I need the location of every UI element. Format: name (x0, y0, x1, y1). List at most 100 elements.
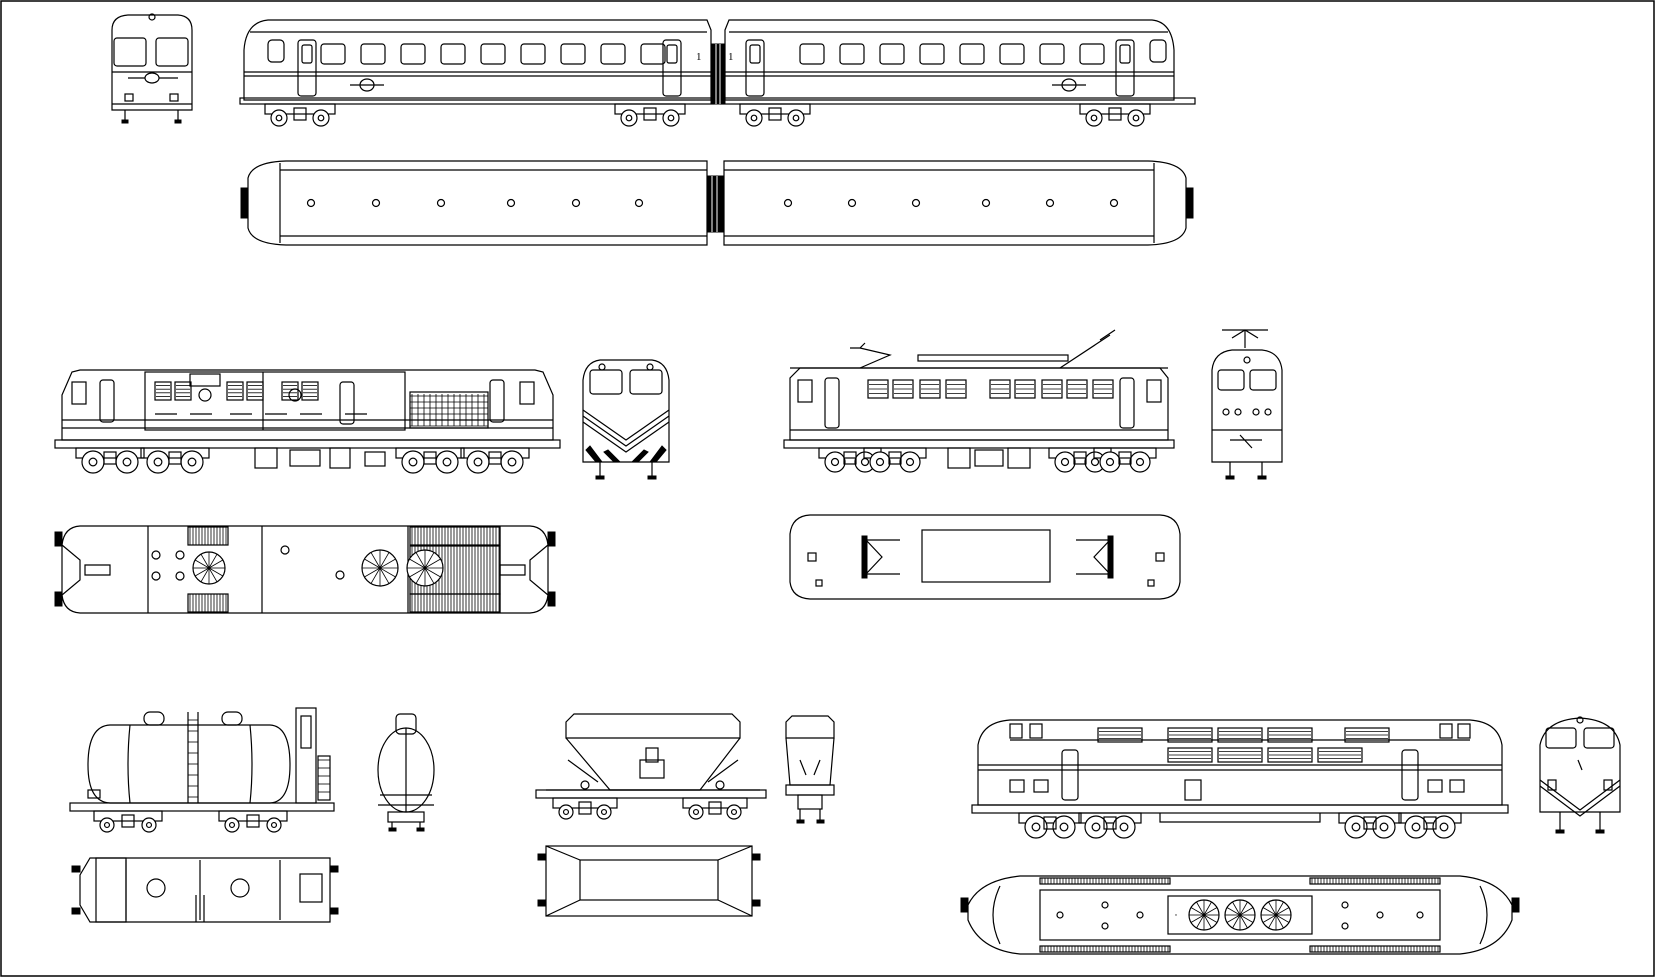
grille (892, 379, 914, 399)
bogie-frame (1079, 103, 1151, 115)
grille (919, 379, 941, 399)
tank-wagon-end-view (377, 713, 435, 832)
window (959, 43, 985, 65)
axlebox (246, 814, 260, 828)
fan-blade (379, 558, 396, 569)
bogie-frame (863, 447, 927, 459)
axlebox (168, 451, 182, 465)
wheel (266, 817, 282, 833)
wheel (869, 451, 891, 473)
fan-blade (208, 553, 218, 569)
electric-loco-roof-view (789, 514, 1181, 600)
window (640, 43, 666, 65)
wheel-hub (730, 808, 738, 816)
wheel (1129, 451, 1151, 473)
roof-bolt (1416, 911, 1424, 919)
wheel (596, 804, 612, 820)
wheel (1099, 451, 1121, 473)
bogie-frame (140, 447, 210, 459)
window (400, 43, 426, 65)
fan-blade (208, 559, 224, 569)
fan-blade (415, 552, 426, 569)
wheel (688, 804, 704, 820)
fan-blade (208, 567, 218, 583)
bogie-frame (1398, 812, 1462, 824)
fan-blade (1268, 901, 1277, 916)
diesel-loco-roof-view (54, 525, 556, 614)
axlebox (1118, 451, 1132, 465)
fan-blade (1262, 907, 1277, 916)
grille (1092, 379, 1114, 399)
window (999, 43, 1025, 65)
bogie-frame (93, 810, 163, 822)
roof-bolt (1341, 901, 1349, 909)
fan-blade (194, 567, 210, 577)
railcar-roof-view (240, 160, 1194, 246)
wheel-hub (562, 808, 570, 816)
wheel (81, 450, 105, 474)
window (919, 43, 945, 65)
window (320, 43, 346, 65)
grille (281, 381, 299, 401)
wheel-hub (270, 821, 278, 829)
fan-blade (1275, 914, 1290, 923)
bogie-frame (395, 447, 465, 459)
wheel-hub (275, 114, 283, 122)
electric-loco-front-view (1211, 329, 1283, 480)
car-number-label: 1 (696, 51, 702, 63)
wheel-hub (187, 457, 197, 467)
fan-blade (1239, 907, 1254, 916)
wheel-hub (625, 114, 633, 122)
fan-blade (1275, 907, 1290, 916)
fan-blade (200, 553, 210, 569)
wheel-hub (1135, 457, 1145, 467)
wheel (466, 450, 490, 474)
roof-grille (409, 526, 501, 546)
grille (1167, 747, 1213, 763)
roof-bolt (1101, 901, 1109, 909)
grille (1041, 379, 1063, 399)
axlebox (423, 451, 437, 465)
fan-blade (424, 558, 441, 569)
wheel-hub (1411, 822, 1421, 832)
car-number-label: 1 (728, 51, 734, 63)
wheel-hub (600, 808, 608, 816)
wheel-hub (473, 457, 483, 467)
wheel (1372, 815, 1396, 839)
axlebox (1108, 107, 1122, 121)
window (879, 43, 905, 65)
fan-blade (1239, 914, 1254, 923)
roof-vent (506, 198, 516, 208)
wheel-hub (1132, 114, 1140, 122)
roof-bolt (1101, 922, 1109, 930)
fan-blade (370, 552, 381, 569)
roof-bolt (1136, 911, 1144, 919)
fan-blade (1190, 907, 1205, 916)
bogie-frame (218, 810, 288, 822)
bogie-frame (682, 797, 748, 809)
fan-blade (194, 559, 210, 569)
fan-blade (415, 567, 426, 584)
wheel (745, 109, 763, 127)
wheel (1024, 815, 1048, 839)
fan-blade (1203, 907, 1218, 916)
axlebox (1363, 816, 1377, 830)
roof-vent (1109, 198, 1119, 208)
wheel-hub (1090, 114, 1098, 122)
hopper-wagon-end-view (785, 715, 835, 824)
roof-vent (436, 198, 446, 208)
grille (1097, 727, 1143, 743)
grille (1014, 379, 1036, 399)
wheel-hub (153, 457, 163, 467)
window (1039, 43, 1065, 65)
mainline-diesel-side-view (971, 719, 1509, 839)
fan-blade (379, 567, 390, 584)
diesel-loco-side-view (54, 369, 561, 474)
wheel (312, 109, 330, 127)
wheel (662, 109, 680, 127)
bogie-frame (1078, 812, 1142, 824)
fan-blade (370, 567, 381, 584)
grille (1267, 747, 1313, 763)
axlebox (1423, 816, 1437, 830)
